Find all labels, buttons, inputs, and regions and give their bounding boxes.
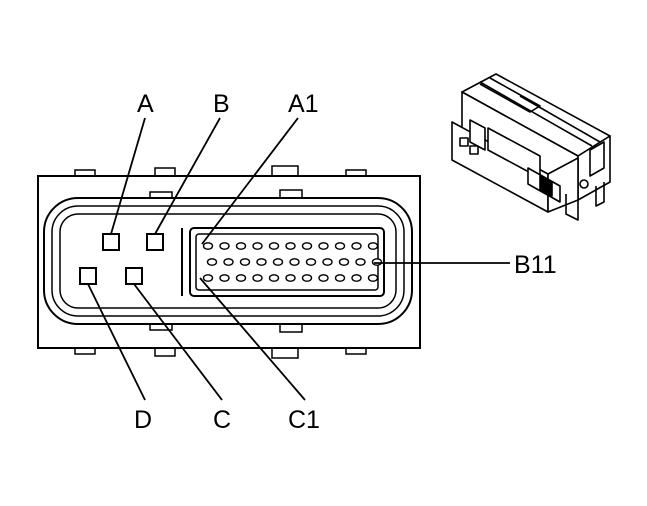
- signal-pin: [252, 242, 263, 250]
- connector-seal-outer: [43, 197, 413, 325]
- signal-pin: [268, 242, 280, 250]
- terminal-A: [102, 233, 120, 251]
- signal-pin: [334, 242, 346, 250]
- signal-pin: [206, 258, 218, 266]
- signal-pin: [272, 258, 284, 266]
- signal-pin: [367, 274, 379, 282]
- signal-pin: [351, 274, 362, 282]
- signal-pin: [318, 242, 329, 250]
- signal-pin: [305, 258, 317, 266]
- leader-A1: [201, 117, 299, 245]
- signal-pin: [239, 258, 251, 266]
- leader-C: [133, 283, 223, 401]
- leader-D: [87, 283, 146, 401]
- label-D: D: [134, 406, 152, 434]
- signal-pin: [219, 274, 230, 282]
- signal-pin: [301, 242, 313, 250]
- signal-pin: [318, 274, 329, 282]
- signal-pin: [289, 258, 300, 266]
- connector-isometric-illustration: [451, 73, 611, 221]
- signal-pin-cavity: [189, 227, 385, 297]
- signal-pin: [285, 274, 296, 282]
- terminal-D: [79, 267, 97, 285]
- leader-lines: [87, 117, 510, 401]
- signal-pin: [367, 242, 379, 250]
- label-B11: B11: [514, 251, 557, 279]
- signal-pin: [202, 274, 214, 282]
- connector-seal-inner: [59, 213, 397, 309]
- signal-pin: [351, 242, 362, 250]
- signal-pin: [355, 258, 366, 266]
- signal-pin: [219, 242, 230, 250]
- connector-seal-middle: [51, 205, 405, 317]
- terminal-B: [146, 233, 164, 251]
- signal-pin: [235, 242, 247, 250]
- label-B: B: [213, 90, 230, 118]
- label-A1: A1: [288, 90, 319, 118]
- signal-pin: [338, 258, 350, 266]
- signal-pin: [202, 242, 214, 250]
- signal-pin: [285, 242, 296, 250]
- label-C1: C1: [288, 406, 320, 434]
- signal-pin: [223, 258, 234, 266]
- signal-pin: [334, 274, 346, 282]
- signal-pin: [322, 258, 333, 266]
- label-A: A: [137, 90, 154, 118]
- leader-B: [154, 117, 221, 235]
- signal-pin: [301, 274, 313, 282]
- top-tabs: [74, 165, 367, 176]
- signal-pin: [235, 274, 247, 282]
- terminal-C: [125, 267, 143, 285]
- signal-pin: [371, 258, 383, 266]
- signal-pin: [252, 274, 263, 282]
- signal-pins: [202, 242, 383, 282]
- connector-face-view: [37, 165, 421, 359]
- signal-pin: [268, 274, 280, 282]
- label-C: C: [213, 406, 231, 434]
- leader-A: [110, 117, 146, 235]
- bottom-tabs: [74, 348, 367, 359]
- leader-C1: [199, 277, 306, 401]
- signal-pin: [256, 258, 267, 266]
